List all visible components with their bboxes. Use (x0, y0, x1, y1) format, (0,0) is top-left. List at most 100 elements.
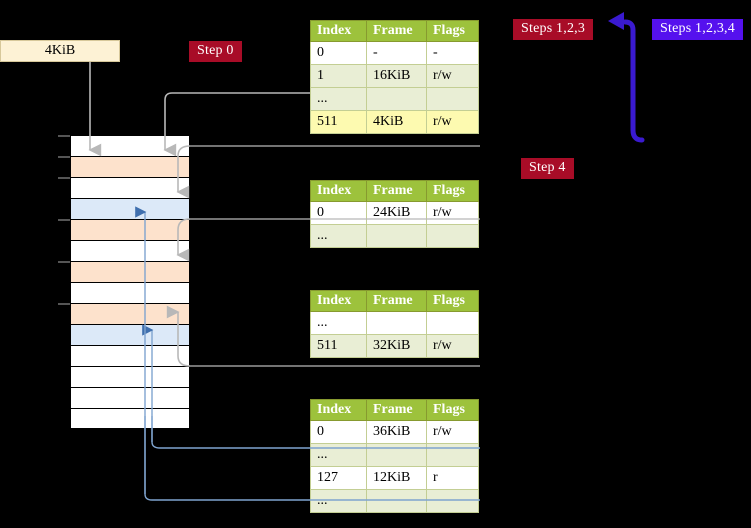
cell-flags: r/w (426, 201, 479, 225)
cell-frame: 24KiB (366, 201, 427, 225)
badge-steps-1-2-3: Steps 1,2,3 (513, 19, 594, 40)
physical-memory-grid (70, 135, 190, 429)
column-header-flags: Flags (426, 290, 479, 312)
memory-frame-row (70, 345, 190, 366)
memory-frame-row (70, 387, 190, 408)
table-row[interactable]: ... (310, 311, 479, 335)
cell-index: 0 (310, 41, 367, 65)
table-row[interactable]: ... (310, 224, 479, 248)
cell-frame: 16KiB (366, 64, 427, 88)
cell-flags: r/w (426, 334, 479, 358)
badge-step-4: Step 4 (521, 158, 574, 179)
memory-frame-row (70, 135, 190, 156)
memory-frame-row (70, 366, 190, 387)
column-header-flags: Flags (426, 20, 479, 42)
cell-index: 1 (310, 64, 367, 88)
column-header-index: Index (310, 20, 367, 42)
cell-flags: r/w (426, 64, 479, 88)
column-header-index: Index (310, 290, 367, 312)
cell-flags: - (426, 41, 479, 65)
memory-tick-3 (58, 219, 70, 221)
cell-index: ... (310, 87, 367, 111)
cell-index: ... (310, 489, 367, 513)
cell-index: 511 (310, 110, 367, 134)
cell-frame (366, 489, 427, 513)
cell-frame (366, 443, 427, 467)
column-header-frame: Frame (366, 399, 427, 421)
cell-frame: 4KiB (366, 110, 427, 134)
cell-flags: r (426, 466, 479, 490)
table-row[interactable]: ... (310, 87, 479, 111)
memory-frame-row (70, 303, 190, 324)
cell-frame: 12KiB (366, 466, 427, 490)
cell-flags: r/w (426, 110, 479, 134)
cell-flags: r/w (426, 420, 479, 444)
cell-flags (426, 443, 479, 467)
memory-frame-row (70, 261, 190, 282)
cell-index: 0 (310, 201, 367, 225)
memory-tick-4 (58, 261, 70, 263)
memory-frame-row (70, 156, 190, 177)
column-header-index: Index (310, 180, 367, 202)
cell-frame (366, 311, 427, 335)
cell-flags (426, 311, 479, 335)
memory-frame-row (70, 198, 190, 219)
column-header-frame: Frame (366, 20, 427, 42)
cell-flags (426, 224, 479, 248)
column-header-index: Index (310, 399, 367, 421)
memory-frame-row (70, 240, 190, 261)
cell-frame (366, 87, 427, 111)
memory-tick-1 (58, 156, 70, 158)
cell-index: ... (310, 443, 367, 467)
memory-tick-2 (58, 177, 70, 179)
column-header-frame: Frame (366, 290, 427, 312)
cell-index: 0 (310, 420, 367, 444)
cell-frame: 32KiB (366, 334, 427, 358)
badge-steps-1-2-3-4: Steps 1,2,3,4 (652, 19, 743, 40)
table-row[interactable]: ... (310, 443, 479, 467)
memory-frame-row (70, 408, 190, 429)
cell-flags (426, 87, 479, 111)
badge-step-0: Step 0 (189, 41, 242, 62)
column-header-frame: Frame (366, 180, 427, 202)
cell-frame: 36KiB (366, 420, 427, 444)
cell-frame: - (366, 41, 427, 65)
memory-frame-row (70, 324, 190, 345)
memory-frame-row (70, 177, 190, 198)
cell-flags (426, 489, 479, 513)
memory-frame-row (70, 282, 190, 303)
memory-tick-0 (58, 135, 70, 137)
column-header-flags: Flags (426, 180, 479, 202)
memory-frame-row (70, 219, 190, 240)
memory-size-label: 4KiB (0, 40, 120, 62)
memory-size-text: 4KiB (44, 43, 76, 58)
cell-index: ... (310, 224, 367, 248)
cell-frame (366, 224, 427, 248)
steps-loop-arrowhead (608, 12, 624, 30)
memory-tick-5 (58, 303, 70, 305)
table-row[interactable]: ... (310, 489, 479, 513)
column-header-flags: Flags (426, 399, 479, 421)
cell-index: 127 (310, 466, 367, 490)
cell-index: ... (310, 311, 367, 335)
table-row[interactable]: 0-- (310, 41, 479, 65)
cell-index: 511 (310, 334, 367, 358)
